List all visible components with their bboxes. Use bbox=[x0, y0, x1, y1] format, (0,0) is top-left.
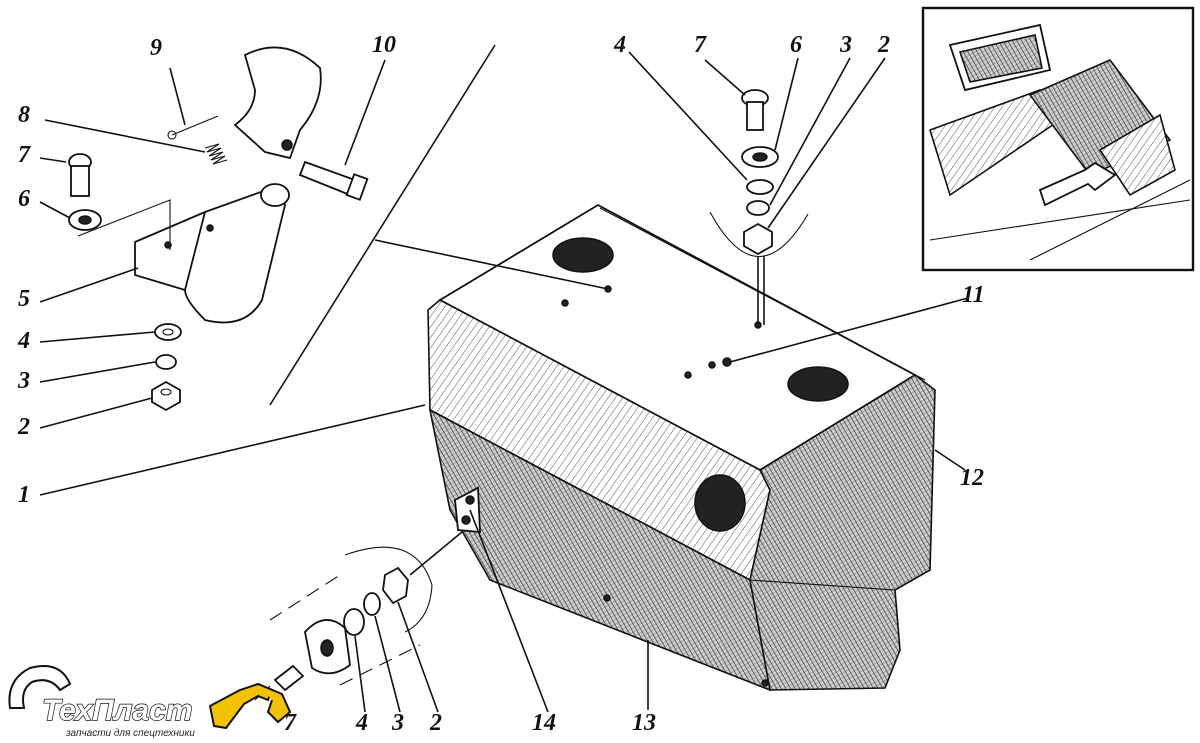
callout-1: 1 bbox=[18, 482, 30, 508]
callout-4-bottom: 4 bbox=[355, 710, 368, 736]
callout-7-top: 7 bbox=[694, 32, 707, 58]
tank-body bbox=[427, 203, 936, 692]
callout-9: 9 bbox=[150, 35, 162, 61]
brand-logo: ТехПласт запчасти для спецтехники bbox=[8, 665, 292, 739]
callout-3-bottom: 3 bbox=[391, 710, 404, 736]
top-fastener-stack bbox=[709, 89, 809, 325]
callout-2-bottom: 2 bbox=[429, 710, 442, 736]
callout-4: 4 bbox=[17, 328, 30, 354]
callout-8: 8 bbox=[18, 102, 30, 128]
callout-numbers: 9 10 8 7 6 5 4 3 2 1 4 7 6 3 2 11 12 13 … bbox=[17, 32, 985, 736]
callout-11: 11 bbox=[962, 282, 985, 308]
callout-6: 6 bbox=[18, 186, 30, 212]
callout-7: 7 bbox=[18, 142, 31, 168]
logo-tagline: запчасти для спецтехники bbox=[65, 728, 195, 739]
callout-2-top: 2 bbox=[877, 32, 890, 58]
callout-4-top: 4 bbox=[613, 32, 626, 58]
bracket-assembly bbox=[68, 46, 369, 412]
logo-name: ТехПласт bbox=[42, 694, 192, 727]
callout-2: 2 bbox=[17, 414, 30, 440]
callout-3-top: 3 bbox=[839, 32, 852, 58]
callout-3: 3 bbox=[17, 368, 30, 394]
callout-13: 13 bbox=[632, 710, 656, 736]
callout-6-top: 6 bbox=[790, 32, 802, 58]
callout-10: 10 bbox=[372, 32, 396, 58]
callout-14: 14 bbox=[532, 710, 556, 736]
inset-view bbox=[921, 6, 1195, 272]
callout-7-bottom: 7 bbox=[284, 710, 297, 736]
bottom-fastener-stack bbox=[254, 546, 433, 701]
excavator-icon bbox=[8, 665, 292, 730]
leader-lines bbox=[39, 44, 969, 713]
callout-12: 12 bbox=[960, 465, 984, 491]
callout-5: 5 bbox=[18, 286, 30, 312]
